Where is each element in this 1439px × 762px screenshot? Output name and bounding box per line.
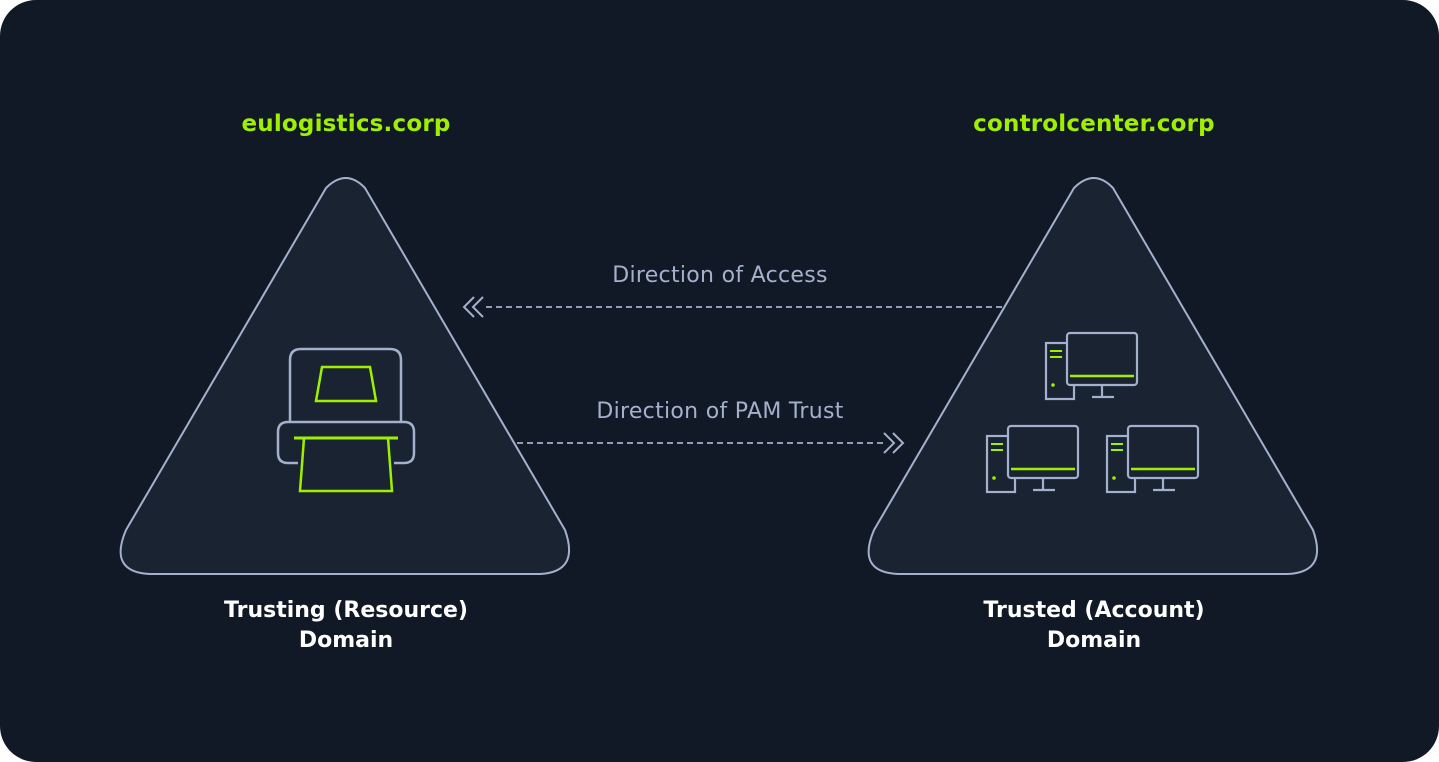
trust-arrow <box>517 432 905 454</box>
access-arrow-label: Direction of Access <box>612 263 828 288</box>
printer-icon <box>276 347 416 493</box>
left-domain-triangle <box>119 177 570 575</box>
computer-bottom-right <box>1105 424 1200 494</box>
left-domain-name: eulogistics.corp <box>241 111 451 137</box>
left-domain-label: Trusting (Resource) Domain <box>146 596 546 656</box>
right-domain-label: Trusted (Account) Domain <box>894 596 1294 656</box>
trust-arrow-label: Direction of PAM Trust <box>596 399 844 424</box>
computer-top <box>1044 331 1139 401</box>
right-domain-label-line2: Domain <box>1046 628 1142 653</box>
right-domain-name: controlcenter.corp <box>973 111 1215 137</box>
computers-icon <box>985 331 1200 494</box>
left-domain-label-line2: Domain <box>298 628 394 653</box>
right-domain-label-line1: Trusted (Account) <box>983 598 1205 623</box>
left-domain-label-line1: Trusting (Resource) <box>224 598 468 623</box>
computer-bottom-left <box>985 424 1080 494</box>
access-arrow <box>462 296 1002 318</box>
